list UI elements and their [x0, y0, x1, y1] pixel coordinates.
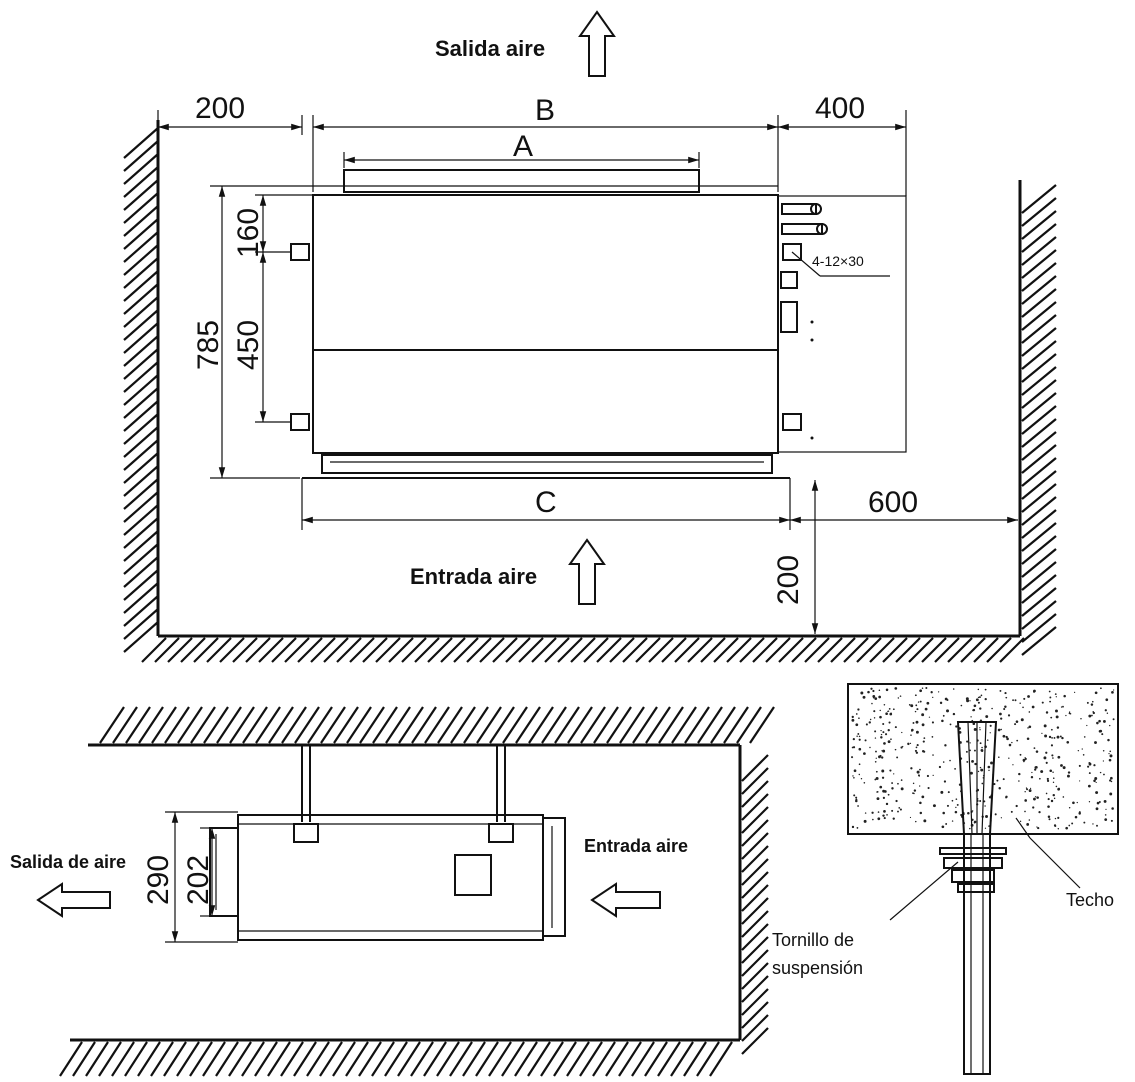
dim-a: A	[513, 130, 533, 163]
ceiling-wall	[88, 706, 775, 747]
air-inlet-label-group: Entrada aire	[410, 538, 606, 605]
right-wall	[1018, 180, 1057, 656]
left-wall	[123, 120, 160, 653]
air-outlet-label-group: Salida aire	[435, 10, 616, 77]
dim-202: 202	[182, 855, 215, 905]
side-outlet-group: Salida de aire	[10, 852, 126, 918]
ceiling-label: Techo	[1066, 890, 1114, 910]
dim-785: 785	[192, 320, 225, 370]
dim-600-line: 600	[790, 486, 1018, 524]
dim-200-front-line: 200	[772, 480, 819, 634]
dim-c: C	[535, 486, 557, 519]
top-dimension-line: 200 B 400	[157, 92, 907, 196]
side-hanger-rods	[293, 745, 514, 843]
unit-body	[290, 169, 907, 479]
up-arrow-icon	[578, 10, 616, 77]
air-outlet-label: Salida aire	[435, 36, 545, 61]
detail-labels: Techo Tornillo de suspensión	[772, 817, 1114, 978]
dim-b: B	[535, 94, 555, 127]
dim-200-left: 200	[195, 92, 245, 125]
dim-600: 600	[868, 486, 918, 519]
side-unit	[209, 814, 566, 941]
air-inlet-label: Entrada aire	[410, 564, 537, 589]
side-floor	[59, 1038, 740, 1077]
dim-c-line: C	[301, 478, 791, 530]
dim-450: 450	[232, 320, 265, 370]
vertical-dims: 785 160 450	[192, 185, 313, 479]
side-right-wall	[738, 745, 769, 1055]
detail-view: Techo Tornillo de suspensión	[772, 683, 1119, 1075]
anchor-bolt	[939, 721, 1007, 1075]
dim-290: 290	[142, 855, 175, 905]
side-air-outlet-label: Salida de aire	[10, 852, 126, 872]
bolt-note: 4-12×30	[791, 251, 890, 277]
dim-160: 160	[232, 208, 265, 258]
bolt-note-text: 4-12×30	[812, 253, 864, 269]
dim-400: 400	[815, 92, 865, 125]
up-arrow-icon	[568, 538, 606, 605]
rod-label-line1: Tornillo de	[772, 930, 854, 950]
side-view: 290 202 Salida de aire Entrada aire	[10, 706, 775, 1077]
left-arrow-icon	[590, 882, 661, 918]
left-arrow-icon	[36, 882, 111, 918]
side-dims: 290 202	[142, 811, 238, 943]
rod-label-line2: suspensión	[772, 958, 863, 978]
dim-200-front: 200	[772, 555, 805, 605]
side-air-inlet-label: Entrada aire	[584, 836, 688, 856]
dim-a-line: A	[343, 130, 700, 168]
floor-wall	[141, 634, 1025, 663]
side-inlet-group: Entrada aire	[584, 836, 688, 918]
top-view: 4-12×30 200 B 400 A C	[123, 10, 1057, 663]
